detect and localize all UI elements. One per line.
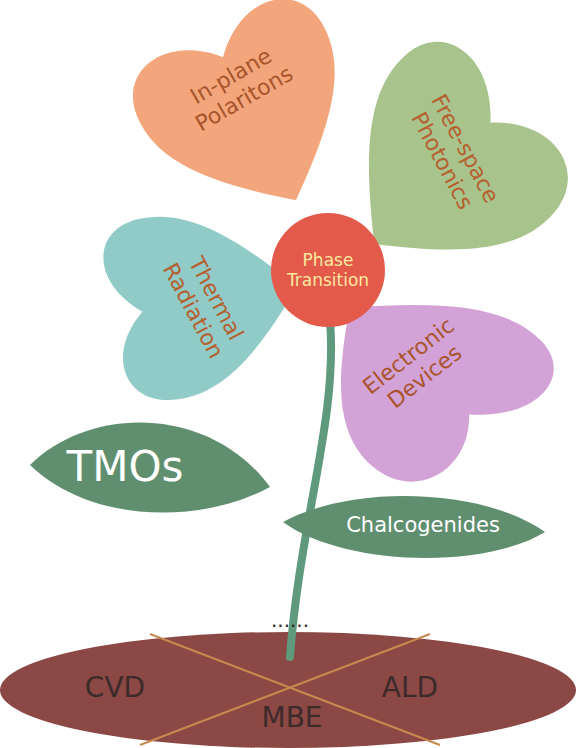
method-section: ALD (350, 665, 470, 711)
application-petal: Thermal Radiation (92, 205, 307, 400)
method-section-text: ALD (350, 671, 470, 705)
method-section: ...... (255, 605, 325, 635)
flower-stem (290, 320, 331, 657)
application-petal-shape (96, 196, 314, 406)
center-circle-text: Phase Transition (278, 250, 378, 291)
material-leaf-shape (30, 422, 270, 512)
application-petal: In-plane Polaritons (140, 0, 360, 220)
method-section-text: MBE (232, 701, 352, 735)
method-section-text: ...... (255, 608, 325, 632)
material-leaf-text: TMOs (45, 442, 205, 492)
application-petal-shape (267, 243, 574, 498)
method-section-text: CVD (55, 671, 175, 705)
material-leaf-shape (283, 496, 545, 558)
material-leaf: TMOs (30, 405, 270, 523)
application-petal-shape (117, 0, 388, 247)
material-leaf: Chalcogenides (283, 492, 545, 570)
center-circle: Phase Transition (271, 213, 385, 327)
method-section: MBE (232, 696, 352, 740)
method-section: CVD (55, 665, 175, 711)
material-leaf-text: Chalcogenides (313, 513, 533, 538)
